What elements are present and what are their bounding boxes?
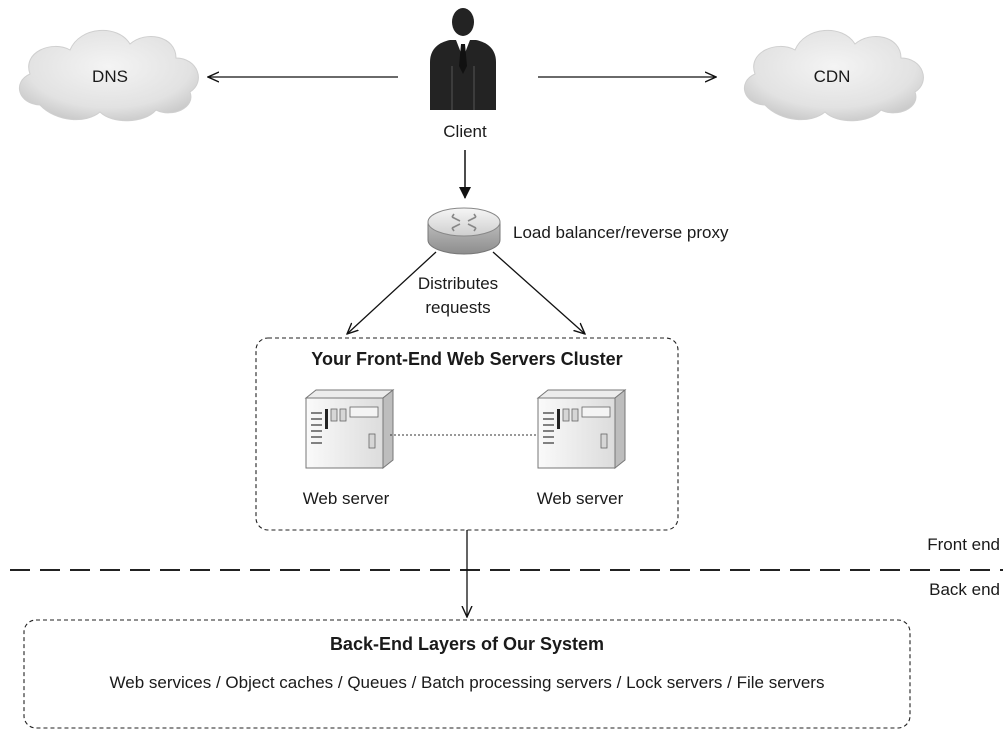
backend-layers-title: Back-End Layers of Our System: [330, 634, 604, 654]
dns-cloud-icon: [19, 30, 199, 122]
frontend-cluster-box: [255, 337, 679, 531]
cdn-label: CDN: [814, 67, 851, 86]
front-end-label: Front end: [927, 535, 1000, 554]
back-end-label: Back end: [929, 580, 1000, 599]
backend-layers-box: [23, 619, 911, 729]
client-person-icon: [430, 8, 496, 110]
load-balancer-to-left-arrow: [347, 251, 437, 334]
web-server-right-icon: [536, 388, 627, 470]
load-balancer-label: Load balancer/reverse proxy: [513, 223, 729, 242]
dns-label: DNS: [92, 67, 128, 86]
load-balancer-router-icon: [427, 207, 501, 255]
web-server-right-label: Web server: [537, 489, 624, 508]
client-label: Client: [443, 122, 487, 141]
backend-layers-items: Web services / Object caches / Queues / …: [110, 673, 825, 692]
load-balancer-to-right-arrow: [492, 251, 585, 334]
distributes-label-line1: Distributes: [418, 274, 498, 293]
web-server-left-icon: [304, 388, 395, 470]
cdn-cloud-icon: [744, 30, 924, 122]
distributes-label-line2: requests: [425, 298, 490, 317]
web-server-left-label: Web server: [303, 489, 390, 508]
frontend-cluster-title: Your Front-End Web Servers Cluster: [311, 349, 622, 369]
